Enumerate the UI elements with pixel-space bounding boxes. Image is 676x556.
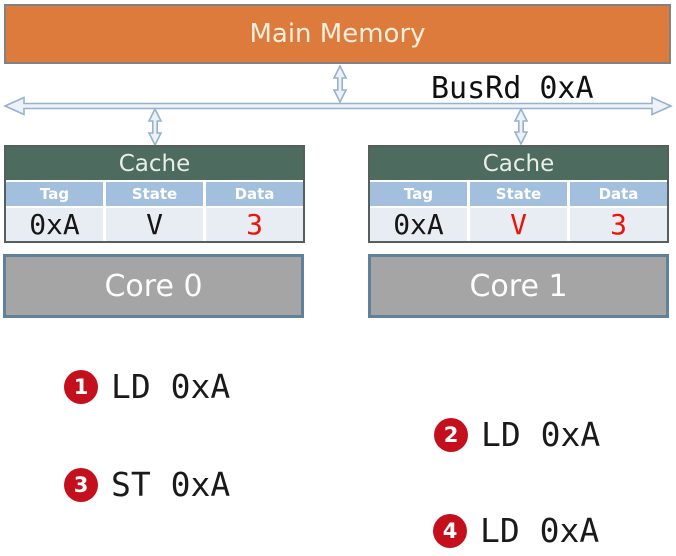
bus-transaction-label: BusRd 0xA <box>431 71 594 106</box>
step-1-badge: 1 <box>64 369 98 404</box>
cache1-title: Cache <box>370 147 667 181</box>
cache1-col-state: State <box>470 182 567 206</box>
cache0-title: Cache <box>6 147 303 181</box>
cache1-tag-value: 0xA <box>370 208 467 241</box>
memory-bus-arrow <box>332 64 348 104</box>
core0-box: Core 0 <box>3 254 304 318</box>
cache1-col-tag: Tag <box>370 182 467 206</box>
cache0-col-state: State <box>106 182 203 206</box>
step-2-operation: LD 0xA <box>481 415 601 454</box>
step-4-operation: LD 0xA <box>480 511 600 550</box>
step-2-badge: 2 <box>434 417 468 452</box>
step-4-badge: 4 <box>433 513 467 548</box>
cache0-data-row: 0xA V 3 <box>6 208 303 241</box>
cache1-data-value: 3 <box>570 208 667 241</box>
bus-cache1-arrow <box>513 107 529 146</box>
cache1-state-value: V <box>470 208 567 241</box>
cache0-tag-value: 0xA <box>6 208 103 241</box>
cache1-table: Cache Tag State Data 0xA V 3 <box>368 145 669 243</box>
bus-cache0-arrow <box>147 107 163 147</box>
cache1-header-row: Tag State Data <box>370 182 667 206</box>
step-4: 4 LD 0xA <box>433 511 599 550</box>
cache1-data-row: 0xA V 3 <box>370 208 667 241</box>
core1-box: Core 1 <box>368 254 669 318</box>
step-1-operation: LD 0xA <box>111 367 231 406</box>
step-1: 1 LD 0xA <box>64 367 230 406</box>
main-memory-box: Main Memory <box>4 4 671 64</box>
cache0-header-row: Tag State Data <box>6 182 303 206</box>
main-memory-label: Main Memory <box>249 19 426 49</box>
cache0-col-tag: Tag <box>6 182 103 206</box>
cache0-data-value: 3 <box>206 208 303 241</box>
step-3-badge: 3 <box>64 467 98 502</box>
step-3-operation: ST 0xA <box>111 465 231 504</box>
cache0-state-value: V <box>106 208 203 241</box>
cache1-col-data: Data <box>570 182 667 206</box>
step-2: 2 LD 0xA <box>434 415 600 454</box>
cache0-col-data: Data <box>206 182 303 206</box>
cache0-table: Cache Tag State Data 0xA V 3 <box>4 145 305 243</box>
step-3: 3 ST 0xA <box>64 465 230 504</box>
